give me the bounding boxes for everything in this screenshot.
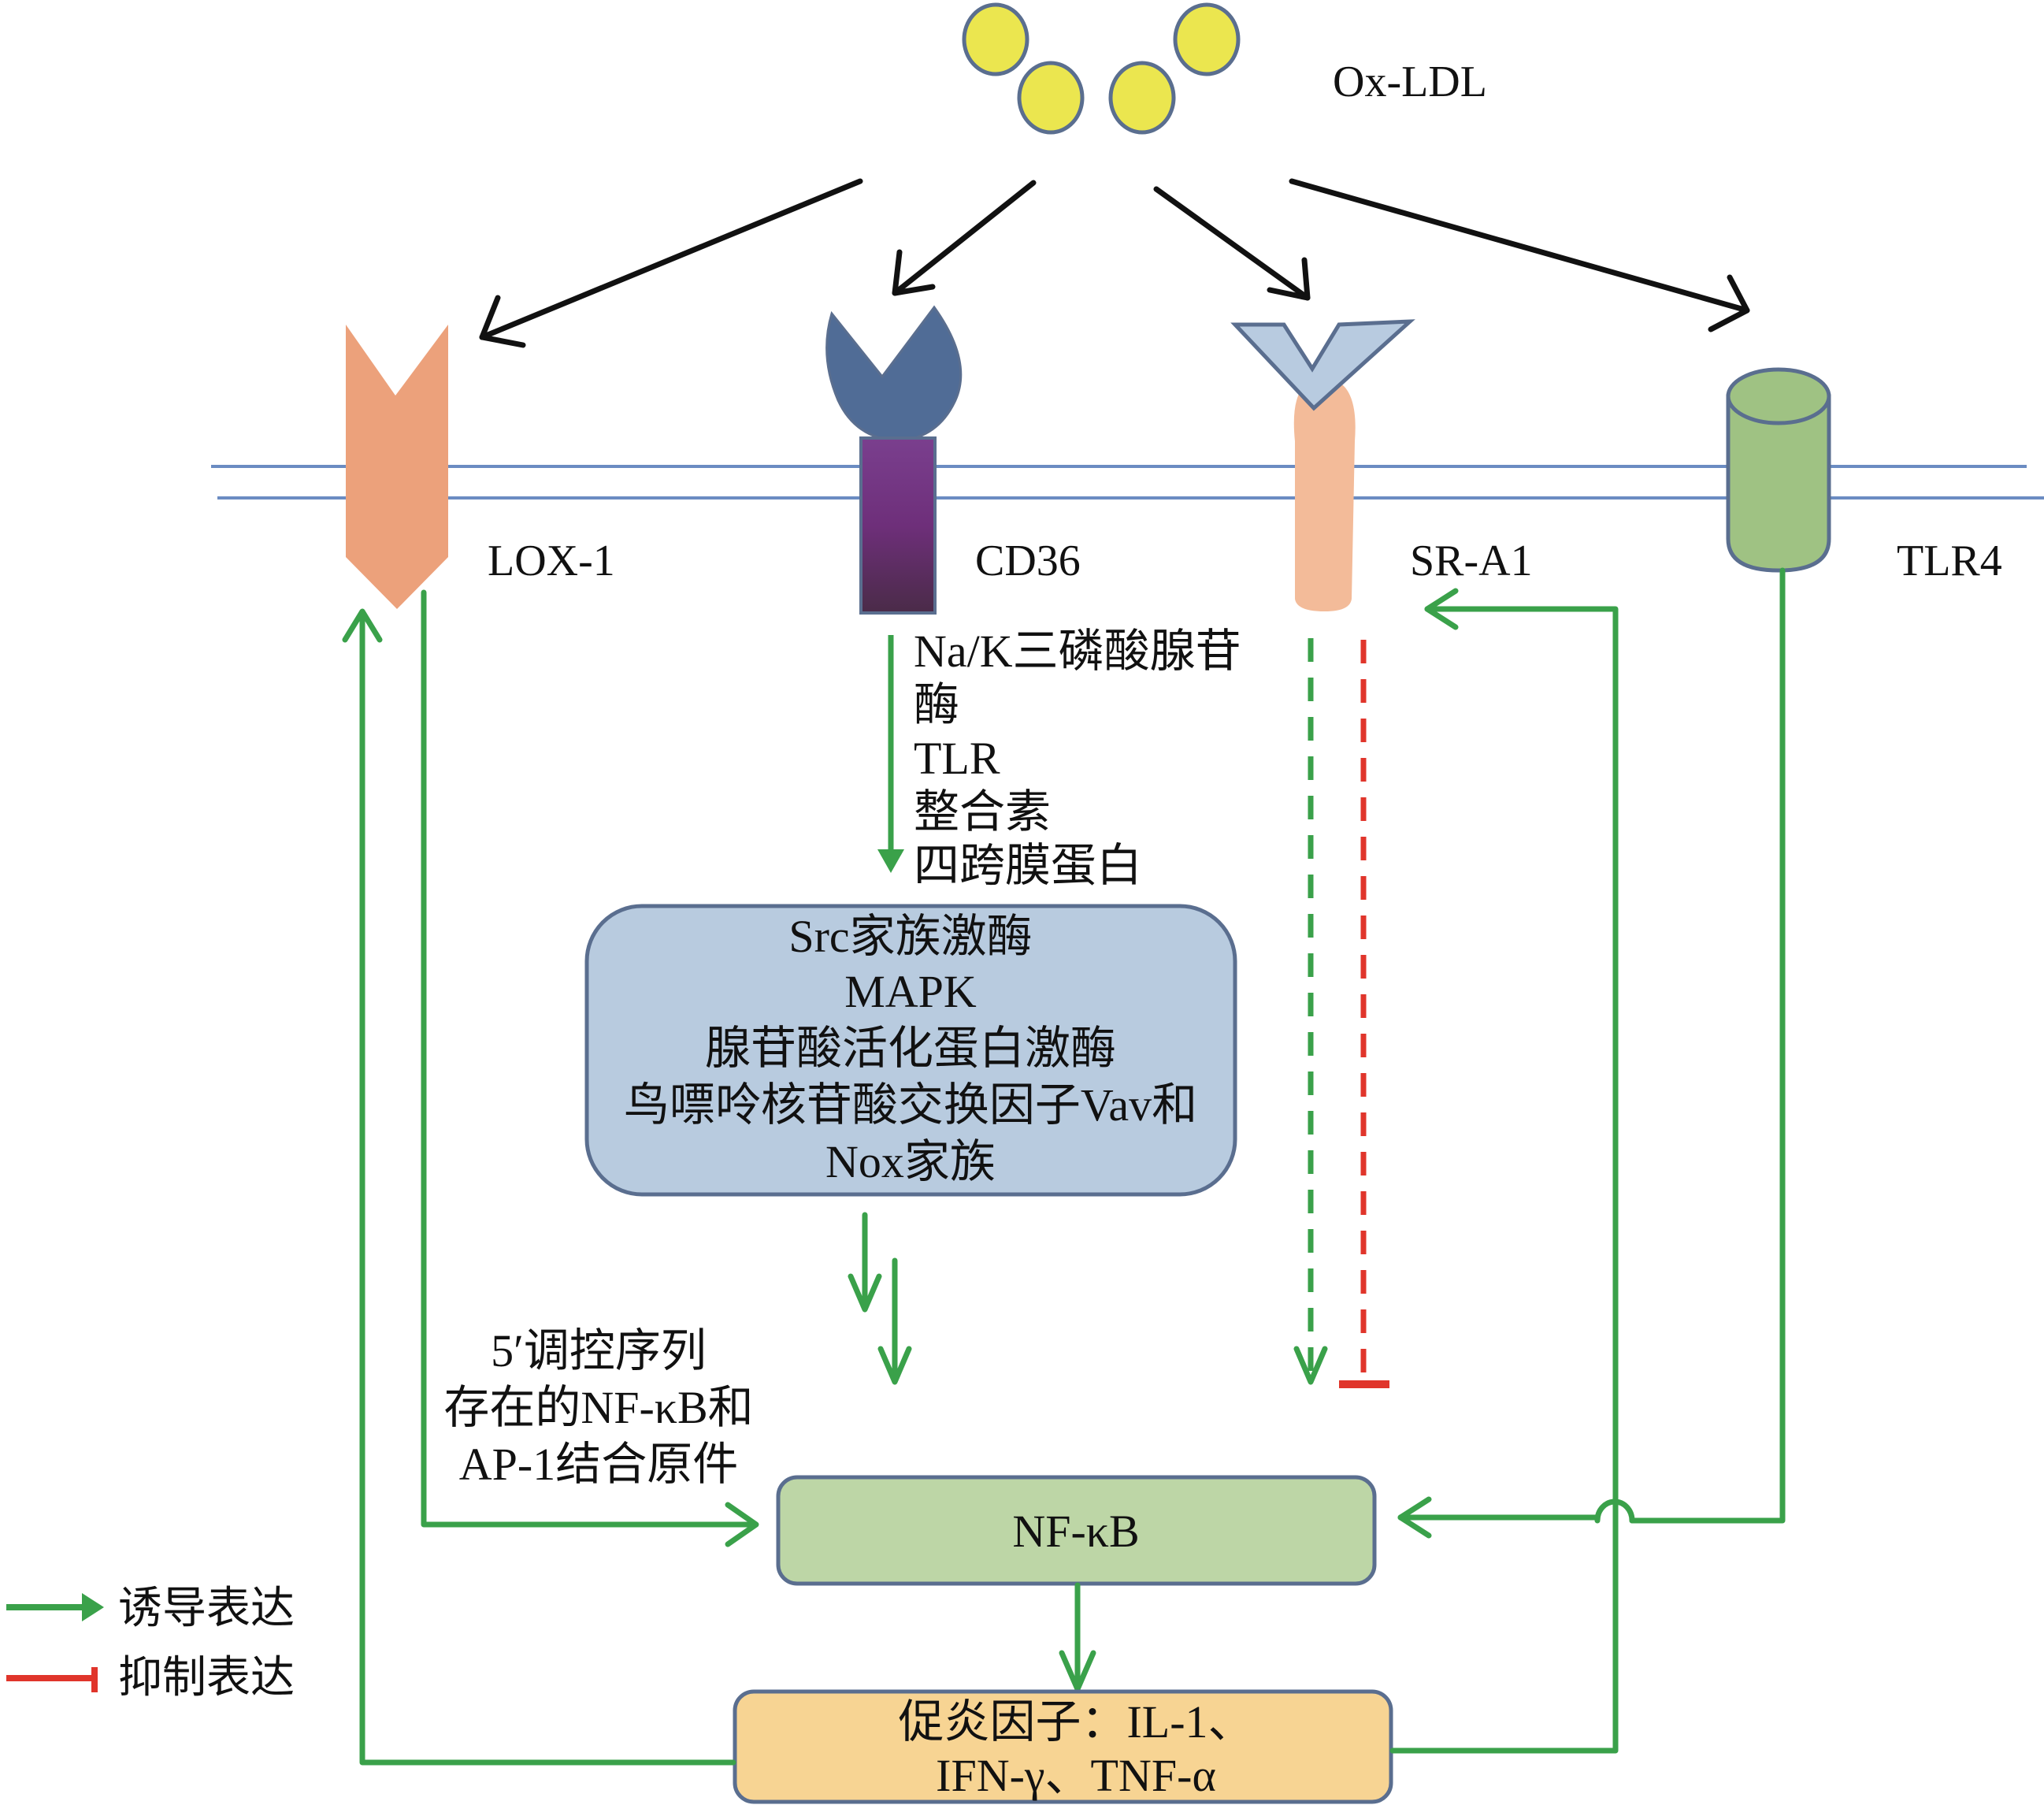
arrow-to-sra1 (1153, 186, 1311, 301)
cytokine-box-text: 促炎因子：IL-1、 IFN-γ、TNF-α (898, 1696, 1253, 1801)
arrow-to-lox1 (479, 178, 863, 348)
tlr4-receptor (1726, 367, 1831, 573)
lox1-to-nfkb-arrow (421, 589, 759, 1547)
cytokine-line: IFN-γ、TNF-α (936, 1750, 1216, 1801)
kinase-box-text: Src家族激酶 MAPK 腺苷酸活化蛋白激酶 鸟嘌呤核苷酸交换因子Vav和 No… (624, 911, 1197, 1187)
ox-ldl-particle (1017, 61, 1085, 135)
mediator-item: 酶 (914, 679, 959, 730)
tlr4-body (1726, 394, 1831, 573)
cytokine-box (733, 1689, 1393, 1804)
legend-induce-label: 诱导表达 (118, 1584, 295, 1633)
legend-inhibit-label: 抑制表达 (118, 1654, 295, 1703)
mediator-item: Na/K三磷酸腺苷 (914, 626, 1241, 677)
mediator-item: 四跨膜蛋白 (914, 840, 1142, 891)
double-arrow-1 (848, 1212, 882, 1313)
lox1-receptor (346, 325, 448, 609)
kinase-line: 鸟嘌呤核苷酸交换因子Vav和 (624, 1079, 1197, 1131)
nfkb-to-cytokines-arrow (1059, 1582, 1096, 1692)
sra1-label: SR-A1 (1410, 537, 1533, 585)
ox-ldl-particles (962, 2, 1241, 135)
note-line: AP-1结合原件 (459, 1439, 738, 1490)
cd36-to-kinases-arrow (877, 635, 904, 873)
note-line: 5′调控序列 (491, 1325, 707, 1376)
ox-ldl-label: Ox-LDL (1333, 58, 1487, 106)
lox1-label: LOX-1 (488, 537, 615, 585)
tlr4-to-nfkb-arrow (1397, 567, 1786, 1539)
legend: 诱导表达 抑制表达 (6, 1584, 295, 1703)
cd36-head (825, 305, 963, 443)
cytokines-to-lox1-feedback-arrow (342, 608, 736, 1766)
cd36-stem (859, 436, 937, 615)
kinases-to-nfkb-arrows (848, 1212, 912, 1385)
legend-item-induce: 诱导表达 (6, 1584, 295, 1633)
legend-item-inhibit: 抑制表达 (6, 1654, 295, 1703)
kinase-line: MAPK (844, 966, 977, 1017)
cytokines-to-sra1-feedback-arrow (1389, 588, 1619, 1754)
nfkb-label: NF-κB (1012, 1506, 1139, 1557)
sra1-induce-dashed-arrow (1293, 638, 1328, 1385)
cd36-mediator-list: Na/K三磷酸腺苷 酶 TLR 整合素 四跨膜蛋白 (914, 626, 1241, 891)
note-line: 存在的NF-κB和 (443, 1382, 753, 1433)
mediator-item: TLR (914, 733, 1000, 784)
ox-ldl-particle (1173, 2, 1241, 76)
double-arrow-2 (877, 1257, 912, 1385)
mediator-item: 整合素 (914, 786, 1051, 838)
sra1-body (1293, 378, 1356, 611)
sra1-inhibit-dashed-line (1339, 640, 1389, 1388)
arrow-to-tlr4 (1289, 178, 1750, 332)
sra1-receptor (1230, 319, 1415, 611)
kinase-line: 腺苷酸活化蛋白激酶 (705, 1023, 1116, 1074)
ox-ldl-particle (962, 2, 1029, 76)
cd36-receptor (825, 305, 963, 615)
kinase-box (584, 904, 1237, 1197)
ligand-binding-arrows (479, 178, 1750, 348)
cytokine-line: 促炎因子：IL-1、 (898, 1696, 1253, 1747)
kinase-line: Nox家族 (825, 1136, 996, 1187)
kinase-line: Src家族激酶 (788, 911, 1032, 962)
lox1-regulatory-note: 5′调控序列 存在的NF-κB和 AP-1结合原件 (443, 1325, 753, 1490)
ox-ldl-particle (1108, 61, 1176, 135)
sra1-head (1230, 319, 1415, 411)
cd36-label: CD36 (975, 537, 1081, 585)
arrow-to-cd36 (892, 180, 1037, 296)
tlr4-label: TLR4 (1897, 537, 2002, 585)
tlr4-top (1726, 367, 1831, 425)
